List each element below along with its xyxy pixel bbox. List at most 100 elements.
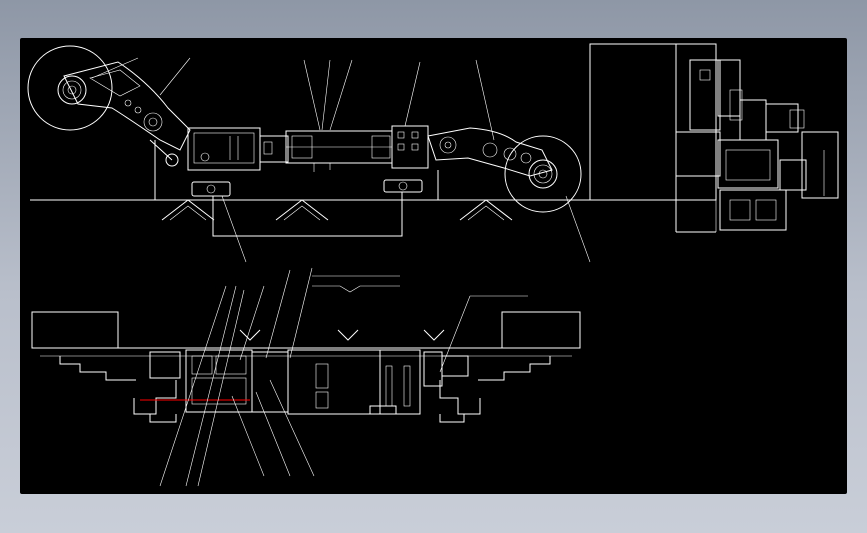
plan-view: [31, 267, 581, 487]
plan-left-module: [185, 349, 253, 413]
right-wheel-circle: [504, 135, 582, 213]
plan-flange: [439, 380, 481, 415]
right-track-step: [478, 356, 551, 381]
plan-flange: [133, 380, 177, 415]
leader: [329, 59, 353, 131]
plan-detail: [403, 365, 411, 407]
section-block: [765, 103, 799, 133]
v-marker: [423, 329, 445, 341]
leader: [255, 391, 291, 477]
plan-detail: [315, 391, 329, 409]
v-support: [459, 199, 513, 221]
v-marker: [239, 329, 261, 341]
left-foot-pad: [191, 181, 231, 197]
left-rail-block: [31, 311, 119, 349]
leader: [265, 269, 291, 359]
pad-bolt: [206, 184, 216, 194]
right-arm: [427, 127, 553, 177]
section-frame: [589, 43, 717, 201]
plan-center-module: [287, 349, 381, 415]
section-detail: [789, 109, 805, 129]
leader: [221, 195, 247, 263]
left-track-step: [59, 356, 136, 381]
gearbox-bolt: [397, 131, 405, 139]
section-block: [689, 59, 721, 131]
leader: [197, 289, 245, 487]
leader: [312, 285, 400, 293]
v-support: [275, 199, 329, 221]
base-connector: [212, 192, 403, 237]
bolt: [124, 99, 132, 107]
main-body-box: [187, 127, 261, 171]
right-arm-gear: [503, 147, 517, 161]
hub-core: [538, 169, 548, 179]
hub-core: [67, 85, 77, 95]
plan-flange: [149, 414, 177, 423]
plan-detail: [215, 355, 247, 375]
leader: [239, 285, 265, 361]
v-support: [161, 199, 215, 221]
side-elevation-view: [27, 45, 628, 263]
leader: [289, 267, 313, 359]
leader: [159, 57, 191, 96]
ground-v-supports: [161, 199, 513, 221]
right-foot-pad: [383, 179, 423, 193]
leader-lines-top: [91, 57, 591, 263]
gearbox-bolt: [397, 143, 405, 151]
section-block: [739, 99, 767, 141]
leader: [321, 59, 331, 131]
right-wheel-hub: [528, 159, 558, 189]
plan-detail: [385, 365, 393, 407]
arm-joint-core: [148, 117, 158, 127]
gearbox-bolt: [411, 131, 419, 139]
section-detail: [755, 199, 777, 221]
leader: [439, 295, 471, 373]
section-block: [801, 131, 839, 199]
right-arm-joint: [439, 136, 457, 154]
section-detail: [699, 69, 711, 81]
plan-block: [251, 351, 289, 413]
leader: [91, 57, 139, 79]
plan-detail: [191, 355, 213, 375]
right-arm-gear: [520, 152, 532, 164]
section-detail: [729, 199, 751, 221]
section-block: [675, 131, 721, 177]
pad-bolt: [398, 181, 408, 191]
section-block: [719, 189, 787, 231]
cad-drawing-canvas[interactable]: [20, 38, 847, 494]
connector-block: [259, 135, 289, 163]
v-marker: [337, 329, 359, 341]
right-arm-gear: [482, 142, 498, 158]
leader-lines-plan: [159, 267, 528, 487]
linkage: [149, 139, 173, 161]
v-support-inner: [283, 205, 321, 221]
right-arm-joint-core: [444, 141, 452, 149]
pivot: [165, 153, 179, 167]
v-support-inner: [169, 205, 207, 221]
leader: [565, 195, 591, 263]
leader: [475, 59, 495, 141]
body-port: [200, 152, 210, 162]
section-block: [779, 159, 807, 191]
section-detail: [725, 149, 771, 181]
plan-detail: [315, 363, 329, 389]
gearbox-bolt: [411, 143, 419, 151]
leader: [404, 61, 421, 127]
v-support-inner: [467, 205, 505, 221]
hub-inner: [62, 80, 82, 100]
plan-block: [423, 351, 443, 387]
body-inner: [193, 132, 255, 164]
plan-detail: [191, 377, 247, 405]
cylinder-end: [291, 135, 313, 159]
plan-block: [149, 351, 181, 379]
section-detail: [729, 89, 743, 121]
left-arm: [63, 61, 191, 151]
leader: [185, 285, 237, 487]
left-wheel-circle: [27, 45, 113, 131]
hub-inner: [533, 164, 553, 184]
bolt: [134, 106, 142, 114]
plan-block: [369, 405, 397, 415]
left-arm-detail: [89, 69, 141, 97]
leader: [303, 59, 321, 131]
cylinder-end: [371, 135, 391, 159]
